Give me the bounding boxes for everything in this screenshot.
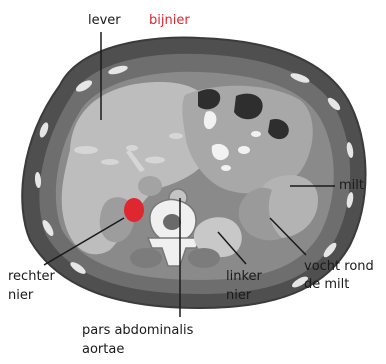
label-rechter-line1: rechter (8, 268, 55, 285)
label-bijnier: bijnier (149, 12, 190, 29)
label-aorta-line1: pars abdominalis (82, 322, 193, 339)
right-adrenal (124, 198, 144, 222)
label-aorta-line2: aortae (82, 341, 124, 358)
label-linker-line2: nier (226, 287, 251, 304)
label-milt: milt (339, 177, 364, 194)
label-lever: lever (88, 12, 121, 29)
label-rechter-line2: nier (8, 287, 33, 304)
ivc (138, 176, 162, 196)
label-linker-line1: linker (226, 268, 262, 285)
label-vocht-line2: de milt (304, 276, 349, 293)
label-vocht-line1: vocht rond (304, 258, 374, 275)
